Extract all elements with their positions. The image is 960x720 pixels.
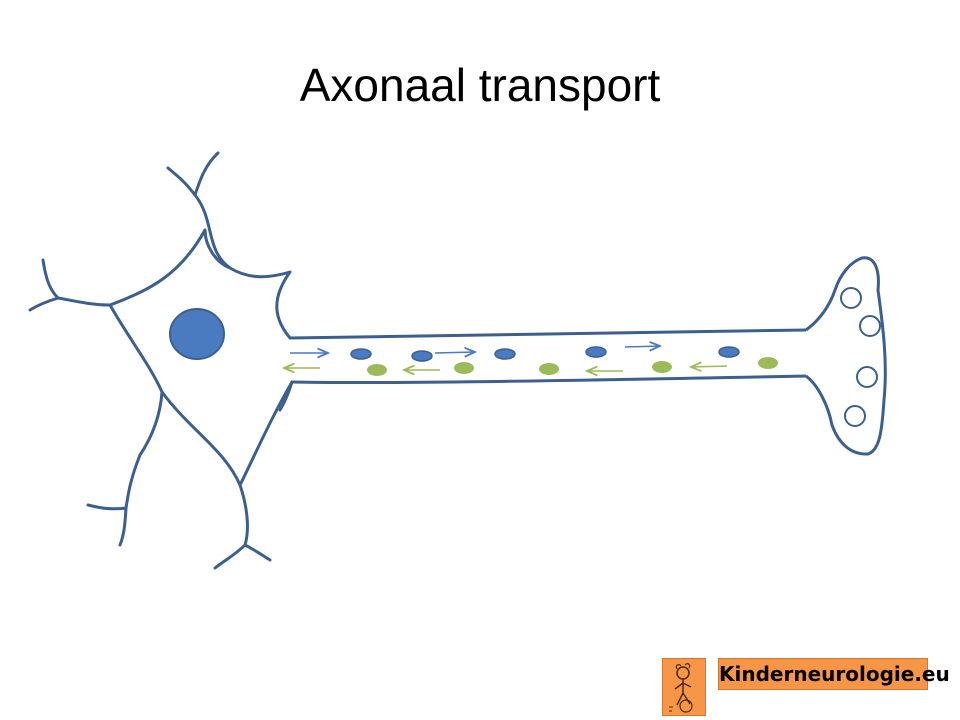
axon-terminal-outline — [805, 256, 887, 456]
slide-title: Axonaal transport — [299, 59, 661, 111]
terminal-vesicle — [859, 315, 881, 337]
terminal-vesicle — [844, 405, 866, 427]
terminal-vesicle — [840, 287, 862, 309]
retrograde-vesicle — [652, 361, 672, 373]
anterograde-vesicle — [585, 346, 607, 358]
anterograde-vesicle — [718, 346, 740, 358]
axon-bottom-wall — [291, 374, 807, 385]
anterograde-vesicle — [411, 350, 433, 362]
nucleus — [169, 308, 225, 360]
cell-body-outline — [28, 151, 294, 570]
logo-text[interactable]: Kinderneurologie.eu — [718, 658, 950, 690]
child-figure-icon — [662, 658, 706, 716]
retrograde-vesicle — [539, 363, 559, 375]
retrograde-vesicle — [367, 364, 387, 376]
axon-top-wall — [289, 328, 807, 340]
terminal-vesicle — [856, 366, 878, 388]
anterograde-vesicle — [350, 348, 372, 360]
retrograde-arrow — [691, 366, 728, 367]
retrograde-vesicle — [454, 362, 474, 374]
retrograde-vesicle — [758, 357, 778, 369]
anterograde-arrow — [624, 346, 660, 347]
cell-body-inner-edge — [278, 380, 294, 412]
anterograde-vesicle — [494, 348, 516, 360]
anterograde-arrow — [434, 352, 475, 353]
